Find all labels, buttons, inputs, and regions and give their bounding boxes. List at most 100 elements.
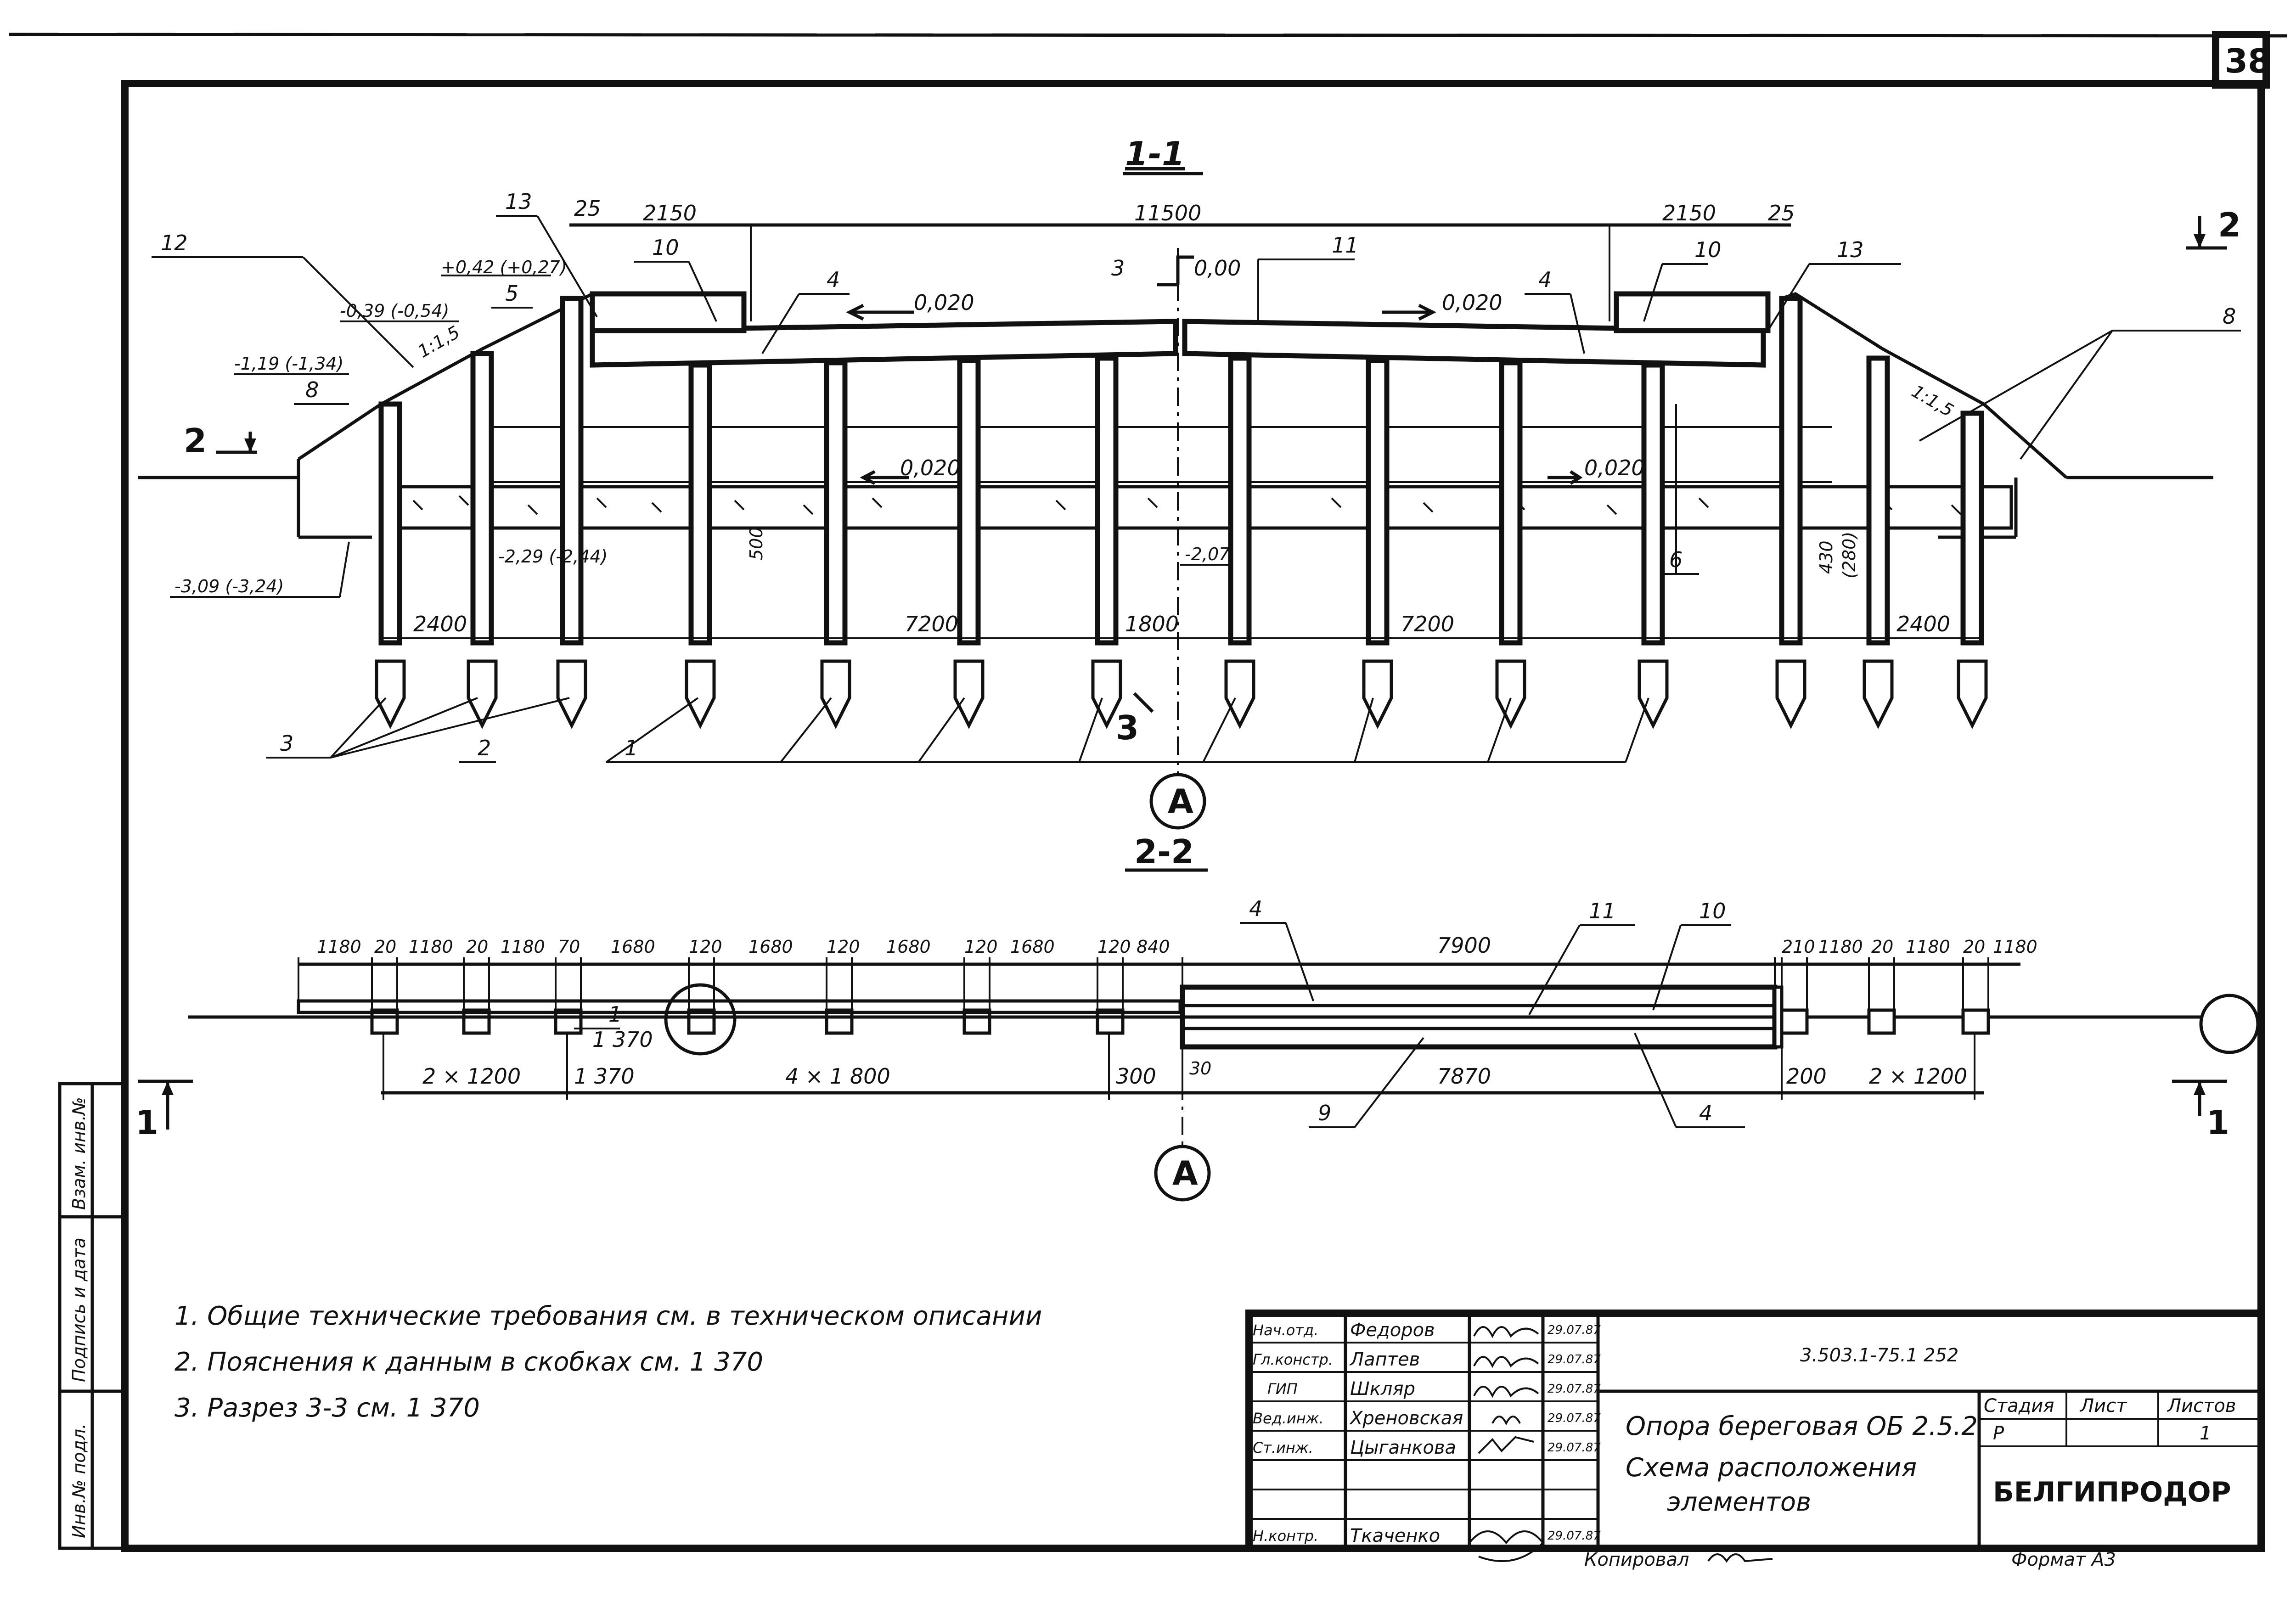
copied-signature <box>1707 1553 1773 1563</box>
margin-label-inv: Инв.№ подл. <box>69 1423 89 1538</box>
dim-430: 430 <box>1816 540 1836 574</box>
pile <box>1224 355 1255 729</box>
concrete-layer <box>393 485 2013 530</box>
elevation-6: -2,07 <box>1185 544 1230 564</box>
pile <box>556 296 587 729</box>
callout-3-bottom: 3 <box>280 731 293 756</box>
staff-rows: Нач.отд. Федоров 29.07.87 Гл.констр. Лап… <box>1253 1320 1601 1546</box>
staff-name-8: Ткаченко <box>1350 1525 1440 1546</box>
backwall-left <box>590 291 747 333</box>
title-line-1: Опора береговая ОБ 2.5.2 <box>1626 1411 1978 1441</box>
plan-dim-bottom-1: 2 × 1200 <box>422 1064 521 1089</box>
staff-name-1: Федоров <box>1350 1320 1435 1341</box>
plan-dim-top-12: 120 <box>964 937 998 957</box>
sheets-label: Листов <box>2167 1395 2236 1417</box>
plan-dim-top-20: 1180 <box>1906 937 1950 957</box>
staff-role-5: Ст.инж. <box>1253 1439 1313 1456</box>
pile <box>820 360 851 729</box>
dim-7200-right: 7200 <box>1401 612 1454 636</box>
plan-dim-top-15: 840 <box>1137 937 1170 957</box>
staff-date-1: 29.07.87 <box>1548 1323 1601 1337</box>
staff-date-5: 29.07.87 <box>1548 1441 1601 1455</box>
callout-2-bottom: 2 <box>478 736 491 760</box>
plan-dim-top-16: 7900 <box>1437 933 1491 958</box>
callout-13-right: 13 <box>1837 237 1864 262</box>
axis-a-label-2: A <box>1172 1154 1198 1192</box>
elevation-1: +0,42 (+0,27) <box>441 257 567 277</box>
elevation-5: -2,29 (-2,44) <box>498 546 608 567</box>
signatures <box>1469 1326 1544 1562</box>
callout-10-right: 10 <box>1694 237 1722 262</box>
plan-dim-top-6: 70 <box>558 937 580 957</box>
pile <box>1957 410 1988 729</box>
plan-dim-top-7: 1680 <box>611 937 655 957</box>
left-margin-stamp: Инв.№ подл. Подпись и дата Взам. инв.№ <box>58 1082 127 1550</box>
section-marker-1-left: 1 <box>135 1103 158 1142</box>
beam-slope-left: 0,020 <box>900 455 961 480</box>
plan-dim-bottom-6: 7870 <box>1437 1064 1491 1089</box>
callout-4-right: 4 <box>1538 267 1552 292</box>
format-label: Формат А3 <box>2011 1549 2116 1570</box>
plan-dim-top-5: 1180 <box>501 937 545 957</box>
deck-slope-left: 0,020 <box>914 290 974 315</box>
dim-1800: 1800 <box>1125 612 1179 636</box>
section-1-1: 1-1 <box>138 135 2241 830</box>
axis-a-bubble-2 <box>1154 1145 1211 1202</box>
pile <box>953 358 985 729</box>
pile <box>1495 360 1526 729</box>
plan-callout-4-bottom: 4 <box>1699 1101 1712 1125</box>
section-2-2: 2-2 1 1 370 <box>135 832 2260 1202</box>
plan-callout-11: 11 <box>1589 899 1616 923</box>
plan-dim-bottom-4: 300 <box>1116 1064 1156 1089</box>
pile <box>1775 296 1806 729</box>
pile <box>1091 355 1122 729</box>
copied-label: Копировал <box>1584 1549 1689 1570</box>
title-line-2: Схема расположения <box>1626 1453 1917 1483</box>
callout-4-left: 4 <box>827 267 840 292</box>
concrete-hatch <box>412 495 1962 515</box>
plan-dim-top-11: 1680 <box>886 937 931 957</box>
section-marker-2-right: 2 <box>2218 206 2241 244</box>
callout-6: 6 <box>1669 547 1683 572</box>
dim-25-left: 25 <box>574 196 601 221</box>
callout-1-bottom: 1 <box>625 736 638 760</box>
staff-date-3: 29.07.87 <box>1548 1382 1601 1396</box>
margin-label-sign: Подпись и дата <box>69 1237 89 1382</box>
beam-slope-right: 0,020 <box>1584 455 1645 480</box>
notes: 1. Общие технические требования см. в те… <box>174 1301 1042 1423</box>
detail-circle-1 <box>664 983 737 1056</box>
elevation-3: -1,19 (-1,34) <box>234 354 343 374</box>
plan-dim-top-1: 1180 <box>317 937 361 957</box>
staff-name-2: Лаптев <box>1349 1349 1420 1370</box>
plan-dim-top-3: 1180 <box>409 937 453 957</box>
pile <box>467 351 498 729</box>
backwall-right <box>1614 291 1771 333</box>
plan-dim-top-21: 20 <box>1963 937 1985 957</box>
plan-dim-top-10: 120 <box>827 937 860 957</box>
staff-date-2: 29.07.87 <box>1548 1353 1601 1366</box>
dim-280: (280) <box>1839 532 1859 579</box>
sheet-label: Лист <box>2079 1395 2127 1417</box>
staff-name-5: Цыганкова <box>1350 1437 1456 1458</box>
sheets-value: 1 <box>2200 1423 2211 1444</box>
dim-2150-right: 2150 <box>1662 201 1716 225</box>
dim-2150-left: 2150 <box>643 201 697 225</box>
dim-500: 500 <box>746 527 766 560</box>
pile-group <box>375 296 1988 729</box>
axis-a-bubble-1 <box>1149 773 1206 830</box>
plan-dim-top-14: 120 <box>1097 937 1131 957</box>
page-number: 38 <box>2225 42 2271 80</box>
detail-ref-num: 1 <box>608 1002 622 1027</box>
plan-end-circle <box>2199 994 2260 1054</box>
zero-mark: 0,00 <box>1194 256 1241 281</box>
dim-2400-right: 2400 <box>1896 612 1950 636</box>
title-block: 3.503.1-75.1 252 Опора береговая ОБ 2.5.… <box>1245 1310 2265 1562</box>
plan-dim-top-19: 20 <box>1871 937 1893 957</box>
plan-dim-top-2: 20 <box>374 937 396 957</box>
stage-label: Стадия <box>1984 1395 2054 1417</box>
dim-25-right: 25 <box>1768 201 1795 225</box>
section-1-1-title: 1-1 <box>1125 135 1185 173</box>
callout-13-left: 13 <box>505 189 532 214</box>
stage-value: Р <box>1993 1423 2004 1444</box>
elevation-4: -3,09 (-3,24) <box>174 576 284 596</box>
